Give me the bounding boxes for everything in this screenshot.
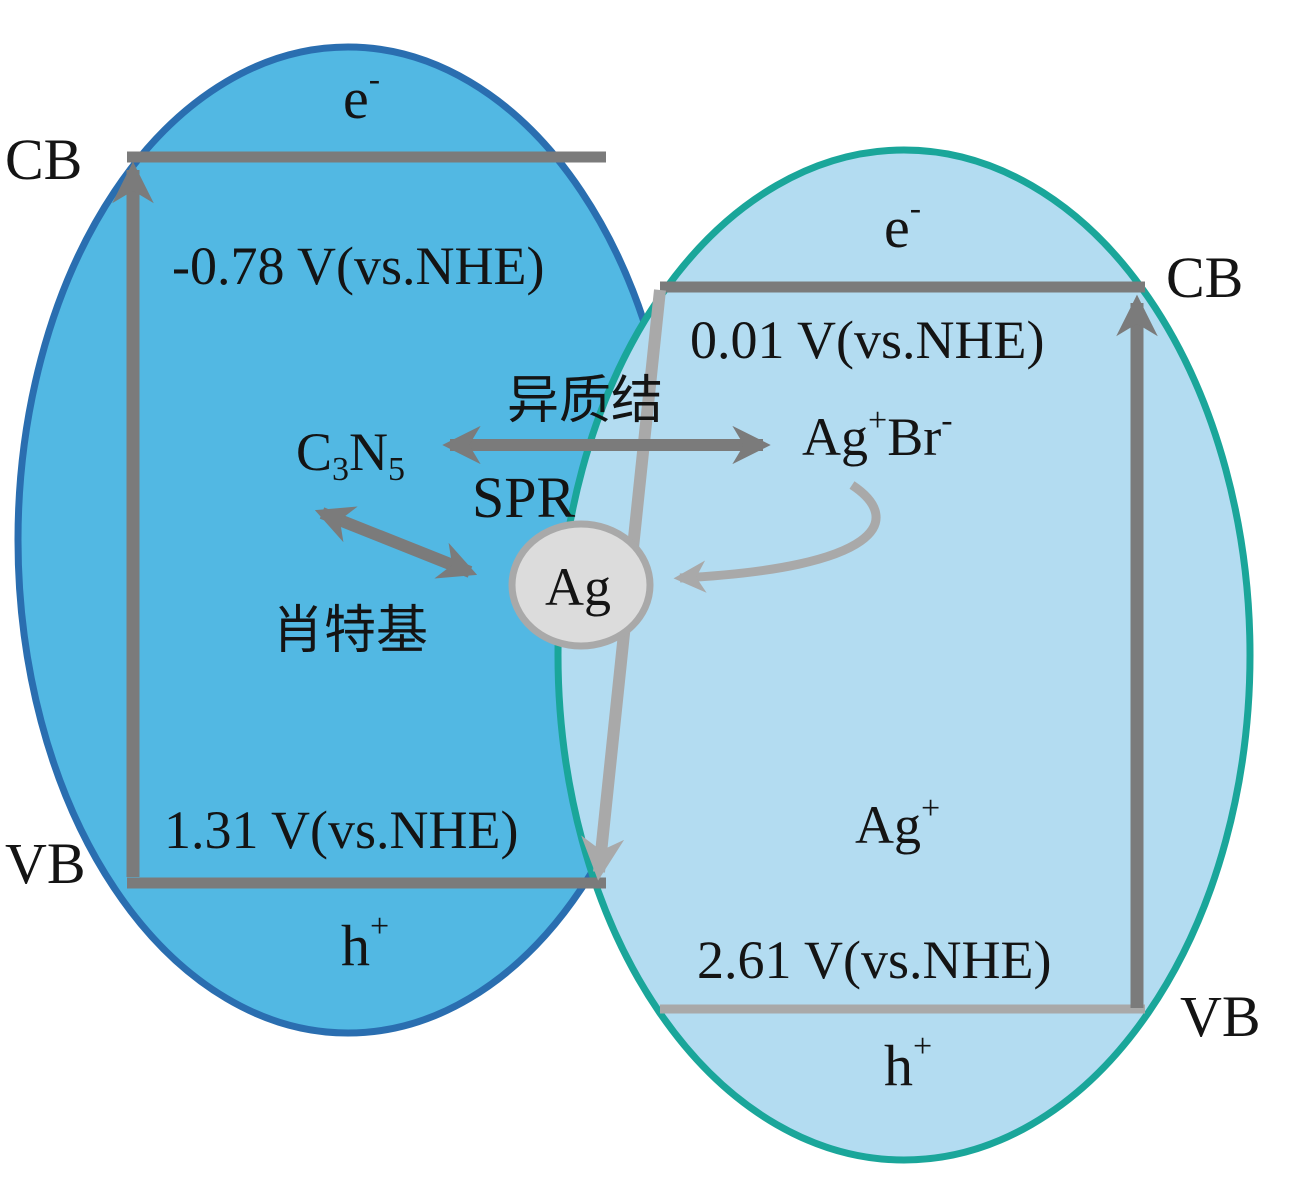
heterojunction-label: 异质结	[507, 371, 663, 431]
left-material-label: C3N5	[296, 422, 405, 488]
ag-particle-label: Ag	[545, 557, 611, 617]
agbr-label: Ag+Br-	[802, 402, 953, 467]
left-cb-label: CB	[5, 127, 82, 192]
ag-particle	[508, 520, 654, 650]
left-hole: h+	[341, 908, 389, 978]
right-hole: h+	[884, 1028, 932, 1098]
right-vb-label: VB	[1180, 984, 1261, 1049]
left-electron: e-	[343, 61, 380, 131]
right-vb-potential: 2.61 V(vs.NHE)	[697, 930, 1051, 990]
schottky-arrow	[314, 506, 478, 579]
left-vb-label: VB	[5, 831, 86, 896]
schottky-label: 肖特基	[272, 601, 428, 661]
ag-ion-label: Ag+	[855, 790, 940, 855]
left-vb-potential: 1.31 V(vs.NHE)	[164, 800, 518, 860]
right-cb-label: CB	[1166, 245, 1243, 310]
spr-label: SPR	[472, 465, 576, 530]
left-cb-potential: -0.78 V(vs.NHE)	[172, 236, 544, 296]
agbr-to-ag-arrow	[673, 481, 881, 593]
right-semiconductor-ellipse	[554, 146, 1254, 1164]
right-electron: e-	[884, 190, 921, 260]
right-cb-potential: 0.01 V(vs.NHE)	[690, 310, 1044, 370]
